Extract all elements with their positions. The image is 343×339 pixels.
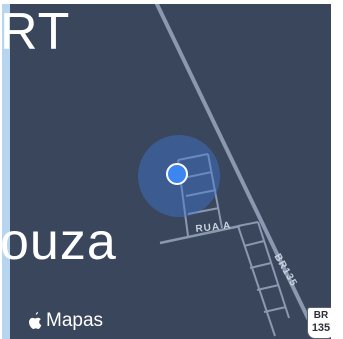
attribution-label: Mapas — [46, 310, 104, 331]
place-label-middle: ouza — [0, 213, 117, 271]
user-location-icon[interactable] — [166, 163, 188, 185]
shield-prefix: BR — [313, 310, 329, 321]
water-area — [0, 0, 10, 339]
maps-attribution[interactable]: Mapas — [27, 310, 103, 332]
frame-edge-right — [331, 0, 343, 339]
place-label-top: RT — [0, 3, 71, 61]
street-road — [159, 224, 241, 245]
frame-edge-left — [0, 0, 2, 339]
apple-logo-icon — [29, 312, 42, 329]
shield-number: 135 — [311, 322, 331, 334]
frame-edge-top — [0, 0, 343, 4]
highway-road — [153, 0, 320, 339]
